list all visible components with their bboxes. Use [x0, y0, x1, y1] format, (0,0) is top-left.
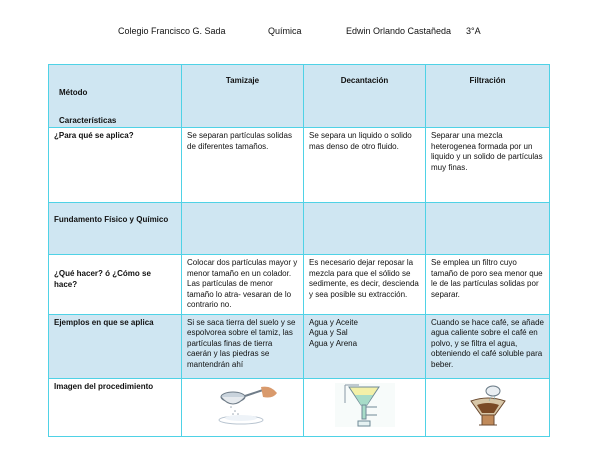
image-cell-tamizaje — [181, 377, 304, 437]
row-label-how: ¿Qué hacer? ó ¿Cómo se hace? — [48, 254, 182, 315]
author-name: Edwin Orlando Castañeda — [346, 26, 452, 36]
corner-cell: Método Características — [48, 64, 182, 128]
row-label-foundation: Fundamento Físico y Químico — [48, 202, 182, 255]
table-cell — [303, 202, 426, 255]
coffee-filter-illustration — [469, 385, 506, 425]
table-cell: Se emplea un filtro cuyo tamaño de poro … — [425, 254, 550, 315]
row-label-image: Imagen del procedimiento — [48, 377, 182, 437]
page-header: Colegio Francisco G. Sada Química Edwin … — [0, 26, 600, 40]
method-label: Método — [59, 88, 88, 97]
row-label-examples: Ejemplos en que se aplica — [48, 313, 182, 379]
table-header-row: Método Características Tamizaje Decantac… — [48, 64, 550, 128]
school-name: Colegio Francisco G. Sada — [118, 26, 226, 36]
image-cell-filtracion — [425, 377, 550, 437]
table-cell: Si se saca tierra del suelo y se espolvo… — [181, 313, 304, 379]
column-header-filtracion: Filtración — [425, 64, 550, 128]
table-cell — [181, 202, 304, 255]
column-header-decantacion: Decantación — [303, 64, 426, 128]
row-label-purpose: ¿Para qué se aplica? — [48, 127, 182, 203]
table-cell: Cuando se hace café, se añade agua calie… — [425, 313, 550, 379]
table-row: ¿Qué hacer? ó ¿Cómo se hace? Colocar dos… — [48, 254, 550, 315]
table-cell: Separar una mezcla heterogenea formada p… — [425, 127, 550, 203]
image-cell-decantacion — [303, 377, 426, 437]
table-cell: Se separa un liquido o solido mas denso … — [303, 127, 426, 203]
sieve-illustration — [218, 386, 277, 424]
characteristics-label: Características — [59, 116, 117, 125]
column-header-tamizaje: Tamizaje — [181, 64, 304, 128]
table-row: Fundamento Físico y Químico — [48, 202, 550, 255]
grade-label: 3°A — [466, 26, 481, 36]
table-row: Imagen del procedimiento — [48, 377, 550, 437]
separatory-funnel-illustration — [334, 382, 395, 427]
table-row: Ejemplos en que se aplica Si se saca tie… — [48, 313, 550, 379]
comparison-table: Método Características Tamizaje Decantac… — [48, 64, 550, 437]
table-cell — [425, 202, 550, 255]
table-cell: Colocar dos partículas mayor y menor tam… — [181, 254, 304, 315]
subject-name: Química — [268, 26, 302, 36]
table-cell: Es necesario dejar reposar la mezcla par… — [303, 254, 426, 315]
table-cell: Se separan partículas solidas de diferen… — [181, 127, 304, 203]
table-row: ¿Para qué se aplica? Se separan partícul… — [48, 127, 550, 203]
table-cell: Agua y Aceite Agua y Sal Agua y Arena — [303, 313, 426, 379]
